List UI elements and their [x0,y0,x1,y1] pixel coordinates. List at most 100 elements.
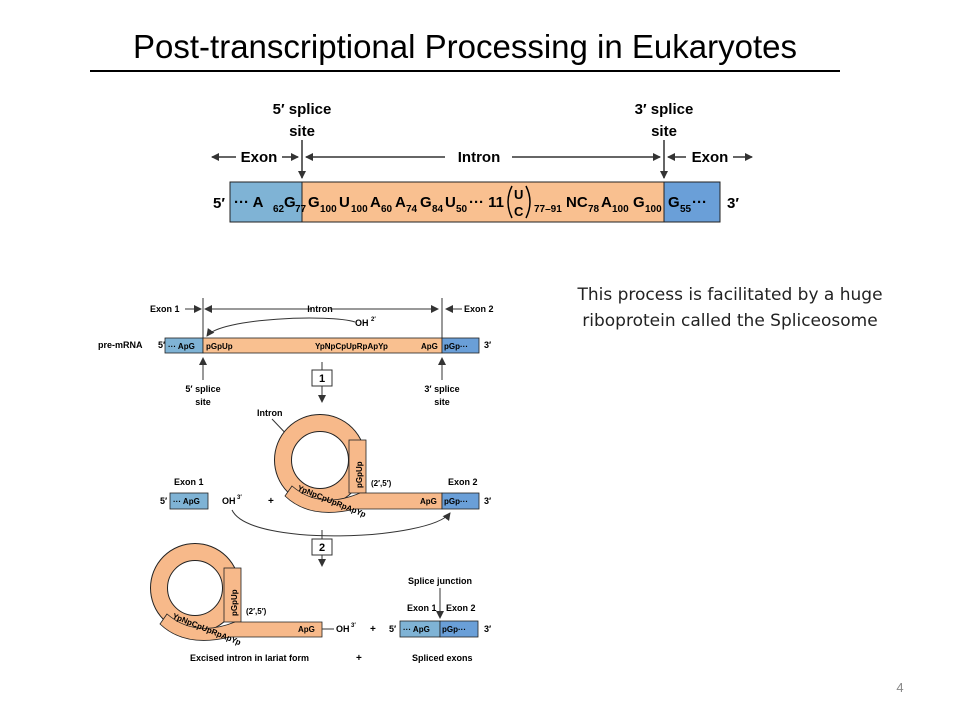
step1-label: 1 [319,373,325,385]
bottom-splice3-label-1: 3′ splice [424,384,459,394]
oh2-label: OH [355,318,369,328]
top-end5: 5′ [213,195,225,212]
svg-text:G: G [308,194,320,211]
free-exon1-box [169,492,209,510]
svg-text:60: 60 [381,204,393,215]
svg-text:62: 62 [273,204,285,215]
svg-text:G: G [284,194,296,211]
lariat2-apg: ApG [298,625,315,634]
svg-text:A: A [395,194,406,211]
excised-lariat [150,543,323,641]
svg-text:A: A [601,194,612,211]
excised-caption: Excised intron in lariat form [190,653,309,663]
oh-attack-arrow [206,317,356,337]
step2-label: 2 [319,542,325,554]
svg-text:G: G [633,194,645,211]
slide-title: Post-transcriptional Processing in Eukar… [133,28,797,65]
svg-text:74: 74 [406,204,418,215]
top-exon-right-label: Exon [692,149,729,166]
svg-text:84: 84 [432,204,444,215]
free-exon1-label: Exon 1 [174,477,204,487]
pre-end5: 5′ [158,340,165,350]
svg-text:G: G [420,194,432,211]
top-splice3-label-2: site [651,123,677,140]
svg-text:100: 100 [645,204,662,215]
svg-text:···: ··· [692,194,707,211]
top-exon5-box [229,181,303,223]
svg-text:50: 50 [456,204,468,215]
pre-apg: ··· ApG [168,342,195,351]
pre-exon2-box [441,337,480,354]
second-attack-arrow [231,509,451,537]
pre-mrna-label: pre-mRNA [98,340,143,350]
lariat2-pgpup: pGpUp [230,589,239,616]
oh2-sup: 2′ [371,317,376,323]
splice-junction-label: Splice junction [408,576,472,586]
page-number: 4 [896,680,904,695]
lariat2-linkage: (2′,5′) [246,607,267,616]
svg-text:77: 77 [295,204,307,215]
svg-text:U: U [445,194,456,211]
plus-1: + [268,496,274,507]
svg-text:··· 11: ··· 11 [469,194,504,211]
svg-text:C: C [514,204,524,219]
spliced-caption: Spliced exons [412,653,473,663]
lariat2-oh3-sup: 3′ [351,623,356,629]
top-splice5-label-2: site [289,123,315,140]
int-pgp: pGp··· [444,497,468,506]
pre-pgpup: pGpUp [206,342,233,351]
top-seq-exon5: ··· A 62 G 77 [234,194,307,215]
top-end3: 3′ [727,195,739,212]
step1-box [311,369,333,387]
top-intron-box [301,181,665,223]
lariat-intermediate [274,414,443,513]
plus-2: + [370,624,376,635]
exon2-label: Exon 2 [464,304,494,314]
lariat1-linkage: (2′,5′) [371,479,392,488]
svg-text:55: 55 [680,204,692,215]
top-exon-left-label: Exon [241,149,278,166]
plus-3: + [356,653,362,664]
svg-text:100: 100 [612,204,629,215]
lariat1-pgpup: pGpUp [355,461,364,488]
free-oh3: OH [222,496,236,506]
spliced-pgp: pGp··· [442,625,466,634]
free-end5: 5′ [160,496,167,506]
spliced-exon2-label: Exon 2 [446,603,476,613]
top-exon3-box [663,181,721,223]
svg-text:NC: NC [566,194,588,211]
spliced-apg: ··· ApG [403,625,430,634]
lariat-intron-label: Intron [257,408,283,418]
bottom-splice5-label-1: 5′ splice [185,384,220,394]
pre-pgp: pGp··· [444,342,468,351]
spliced-exon1-label: Exon 1 [407,603,437,613]
title-underline [90,70,840,72]
top-intron-label: Intron [458,149,501,166]
svg-text:100: 100 [320,204,337,215]
step2-box [311,538,333,556]
svg-text:··· A: ··· A [234,194,264,211]
intron-label: Intron [307,304,333,314]
bottom-splice3-label-2: site [434,397,450,407]
svg-text:78: 78 [588,204,600,215]
free-oh3-sup: 3′ [237,495,242,501]
int-exon2-box [441,492,480,510]
int-exon2-label: Exon 2 [448,477,478,487]
spliced-end3: 3′ [484,624,491,634]
pre-apg-intron: ApG [421,342,438,351]
pre-end3: 3′ [484,340,491,350]
svg-text:U: U [339,194,350,211]
pre-branch: YpNpCpUpRpApYp [315,342,388,351]
exon1-label: Exon 1 [150,304,180,314]
top-splice5-label-1: 5′ splice [273,101,332,118]
bottom-splice5-label-2: site [195,397,211,407]
svg-text:G: G [668,194,680,211]
svg-text:100: 100 [351,204,368,215]
spliced-exon2-box [439,620,479,638]
svg-text:U: U [514,187,523,202]
spliced-end5: 5′ [389,624,396,634]
svg-text:77–91: 77–91 [534,204,562,215]
